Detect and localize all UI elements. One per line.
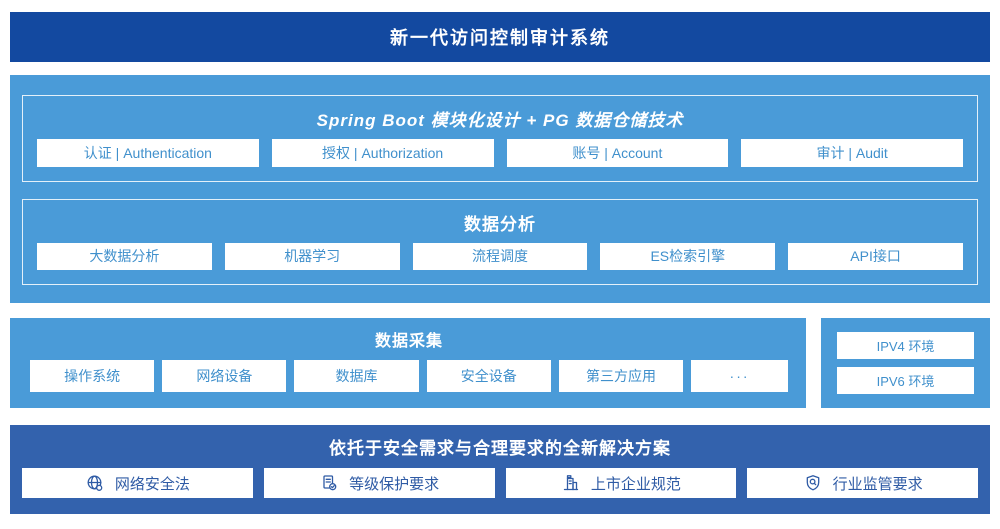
analysis-chip-api: API接口 [788, 242, 963, 270]
page-title: 新一代访问控制审计系统 [390, 28, 610, 48]
solution-chip-label: 网络安全法 [114, 475, 190, 493]
modules-group: Spring Boot 模块化设计 + PG 数据仓储技术 认证 | Authe… [22, 95, 978, 182]
solution-chip-label: 行业监管要求 [832, 475, 923, 493]
module-chip-audit: 审计 | Audit [741, 139, 963, 167]
module-chip-authorization: 授权 | Authorization [271, 139, 494, 167]
modules-row: 认证 | Authentication 授权 | Authorization 账… [37, 139, 963, 167]
collection-chip-more: ··· [691, 360, 788, 392]
middle-row: 数据采集 操作系统 网络设备 数据库 安全设备 第三方应用 ··· IPV4 环… [10, 318, 990, 408]
env-chip-ipv4: IPV4 环境 [837, 332, 974, 359]
solution-section: 依托于安全需求与合理要求的全新解决方案 网络安全法 [10, 425, 990, 514]
header-bar: 新一代访问控制审计系统 [10, 12, 990, 62]
solution-chip-listed-company: 上市企业规范 [505, 468, 737, 498]
building-icon [561, 473, 581, 493]
environments-section: IPV4 环境 IPV6 环境 [821, 318, 990, 408]
solution-chip-classified-protection: 等级保护要求 [263, 468, 495, 498]
collection-chip-security-device: 安全设备 [426, 360, 551, 392]
collection-section: 数据采集 操作系统 网络设备 数据库 安全设备 第三方应用 ··· [10, 318, 806, 408]
analysis-group: 数据分析 大数据分析 机器学习 流程调度 ES检索引擎 API接口 [22, 198, 978, 285]
collection-row: 操作系统 网络设备 数据库 安全设备 第三方应用 ··· [30, 360, 788, 392]
globe-icon [85, 473, 105, 493]
modules-title: Spring Boot 模块化设计 + PG 数据仓储技术 [316, 111, 684, 130]
shield-search-icon [803, 473, 823, 493]
collection-chip-thirdparty: 第三方应用 [558, 360, 684, 392]
analysis-title: 数据分析 [464, 214, 536, 234]
solution-chip-label: 上市企业规范 [590, 475, 681, 493]
solution-chip-cybersecurity-law: 网络安全法 [22, 468, 253, 498]
collection-chip-network-device: 网络设备 [162, 360, 287, 392]
module-chip-authentication: 认证 | Authentication [37, 139, 259, 167]
analysis-chip-bigdata: 大数据分析 [37, 242, 212, 270]
solution-title: 依托于安全需求与合理要求的全新解决方案 [329, 439, 671, 458]
solution-chip-industry-regulation: 行业监管要求 [747, 468, 978, 498]
analysis-chip-es: ES检索引擎 [600, 242, 776, 270]
module-chip-account: 账号 | Account [506, 139, 729, 167]
document-check-icon [319, 473, 339, 493]
analysis-row: 大数据分析 机器学习 流程调度 ES检索引擎 API接口 [37, 242, 963, 270]
solution-row: 网络安全法 等级保护要求 [22, 468, 978, 498]
analysis-chip-ml: 机器学习 [224, 242, 400, 270]
collection-chip-database: 数据库 [294, 360, 419, 392]
env-chip-ipv6: IPV6 环境 [837, 367, 974, 394]
collection-chip-os: 操作系统 [30, 360, 155, 392]
collection-title: 数据采集 [374, 333, 443, 350]
platform-section: Spring Boot 模块化设计 + PG 数据仓储技术 认证 | Authe… [10, 75, 990, 303]
solution-chip-label: 等级保护要求 [349, 475, 440, 493]
analysis-chip-scheduler: 流程调度 [412, 242, 588, 270]
